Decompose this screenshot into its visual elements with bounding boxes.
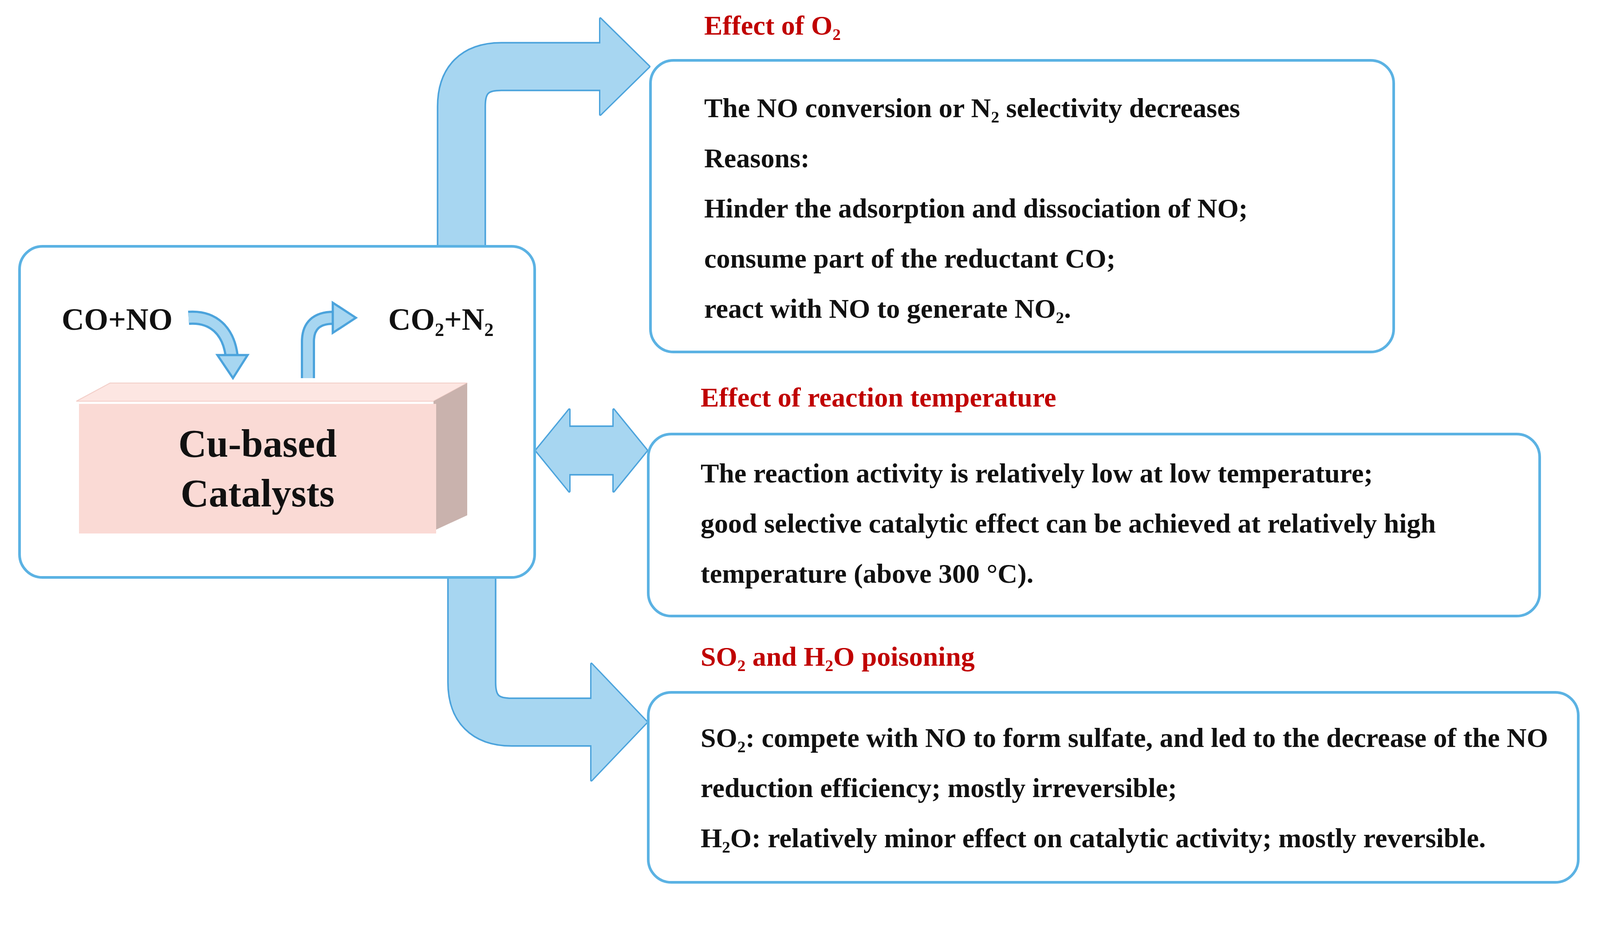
effect-text: Reasons: — [704, 133, 1380, 184]
effect-text: H₂O: relatively minor effect on catalyti… — [700, 812, 1568, 864]
effect-heading: Effect of O₂ — [704, 9, 841, 42]
effect-heading: SO₂ and H₂O poisoning — [700, 640, 975, 673]
block-arrow — [461, 18, 650, 245]
effect-box: Effect of O₂The NO conversion or N₂ sele… — [649, 59, 1396, 354]
effect-heading: Effect of reaction temperature — [700, 381, 1057, 414]
reaction-formula: CO₂+N₂ — [388, 301, 494, 338]
reaction-formula: CO+NO — [61, 301, 173, 338]
effect-text: The reaction activity is relatively low … — [700, 448, 1529, 499]
effect-box: SO₂ and H₂O poisoningSO₂: compete with N… — [646, 690, 1580, 884]
reactant-arrow — [188, 317, 248, 379]
catalyst-block: Cu-based Catalysts — [78, 403, 437, 534]
catalyst-label: Cu-based Catalysts — [153, 418, 363, 519]
block-side-face — [433, 382, 468, 531]
effect-text: Hinder the adsorption and dissociation o… — [704, 183, 1380, 234]
block-arrow — [535, 409, 647, 492]
effect-text: consume part of the reductant CO; — [704, 233, 1380, 284]
effect-text: good selective catalytic effect can be a… — [700, 498, 1529, 599]
catalyst-frame: CO+NO CO₂+N₂ Cu-based Catalysts — [18, 244, 536, 579]
block-arrow — [471, 578, 647, 781]
block-top-face — [76, 382, 468, 402]
effect-text: SO₂: compete with NO to form sulfate, an… — [700, 712, 1568, 813]
effect-text: react with NO to generate NO₂. — [704, 283, 1380, 334]
effect-text: The NO conversion or N₂ selectivity decr… — [704, 82, 1380, 134]
product-arrow — [307, 302, 356, 379]
effect-box: Effect of reaction temperatureThe reacti… — [646, 432, 1541, 618]
